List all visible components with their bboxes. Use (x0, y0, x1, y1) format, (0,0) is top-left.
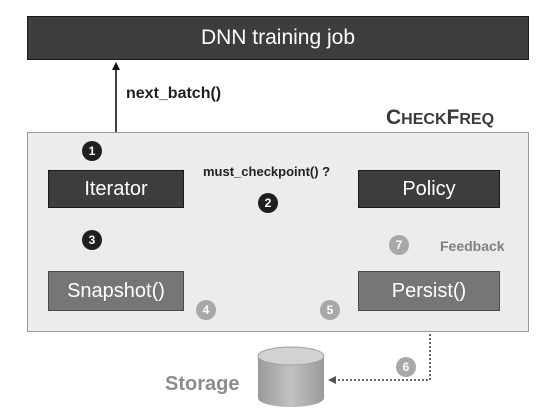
policy-label: Policy (402, 177, 456, 200)
persist-box: Persist() (358, 271, 500, 311)
snapshot-label: Snapshot() (67, 279, 165, 302)
checkfreq-title-part: C (386, 106, 402, 129)
step-badge-4: 4 (196, 300, 216, 320)
checkfreq-title-part: F (446, 106, 460, 129)
checkfreq-title-part: REQ (459, 111, 495, 128)
step-badge-3: 3 (82, 230, 102, 250)
storage-cylinder-top (257, 346, 325, 366)
step-badge-7: 7 (389, 235, 409, 255)
checkfreq-title-part: HECK (401, 111, 447, 128)
next-batch-label: next_batch() (126, 85, 222, 102)
step-badge-1: 1 (82, 141, 102, 161)
dnn-training-job-box: DNN training job (27, 16, 529, 60)
feedback-label: Feedback (440, 238, 505, 254)
checkfreq-title: CHECKFREQ (386, 106, 494, 130)
persist-label: Persist() (391, 279, 467, 302)
iterator-box: Iterator (48, 170, 184, 208)
must-checkpoint-label: must_checkpoint() ? (203, 164, 331, 179)
policy-box: Policy (358, 170, 500, 208)
snapshot-box: Snapshot() (48, 271, 184, 311)
step-badge-2: 2 (258, 193, 278, 213)
storage-cylinder-body (258, 356, 324, 407)
persist-to-storage-arrow (328, 314, 431, 384)
storage-label: Storage (165, 373, 240, 395)
iterator-label: Iterator (84, 177, 148, 200)
step-badge-5: 5 (320, 300, 340, 320)
step-badge-6: 6 (396, 357, 416, 377)
dnn-training-job-label: DNN training job (200, 26, 356, 49)
